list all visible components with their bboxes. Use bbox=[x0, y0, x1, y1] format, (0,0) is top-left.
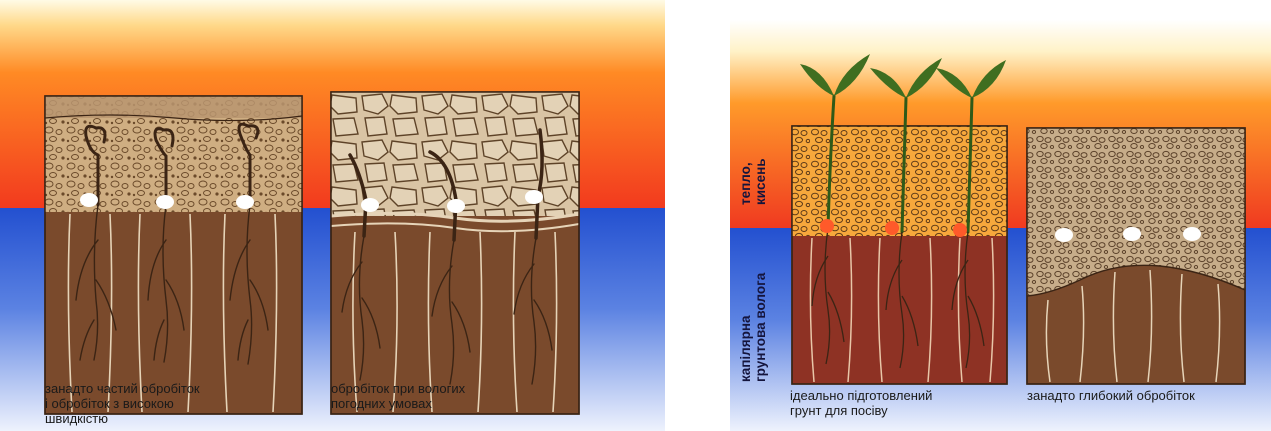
left-figure: занадто частий обробіток і обробіток з в… bbox=[0, 0, 665, 431]
caption-frequent-tillage: занадто частий обробіток і обробіток з в… bbox=[45, 381, 305, 426]
caption-ideal-seedbed: ідеально підготовлений грунт для посіву bbox=[790, 388, 1010, 418]
side-label-warmth-oxygen: тепло, кисень bbox=[738, 55, 768, 205]
side-label-capillary-moisture: капілярна грунтова волога bbox=[738, 212, 768, 382]
left-figure-art bbox=[0, 0, 665, 431]
right-figure: тепло, кисень капілярна грунтова волога … bbox=[730, 0, 1271, 431]
right-figure-art bbox=[730, 0, 1271, 431]
caption-deep-tillage: занадто глибокий обробіток bbox=[1027, 388, 1267, 403]
soil-block-deep-tillage bbox=[1027, 128, 1245, 384]
caption-wet-tillage: обробіток при вологих погодних умовах bbox=[331, 381, 591, 411]
